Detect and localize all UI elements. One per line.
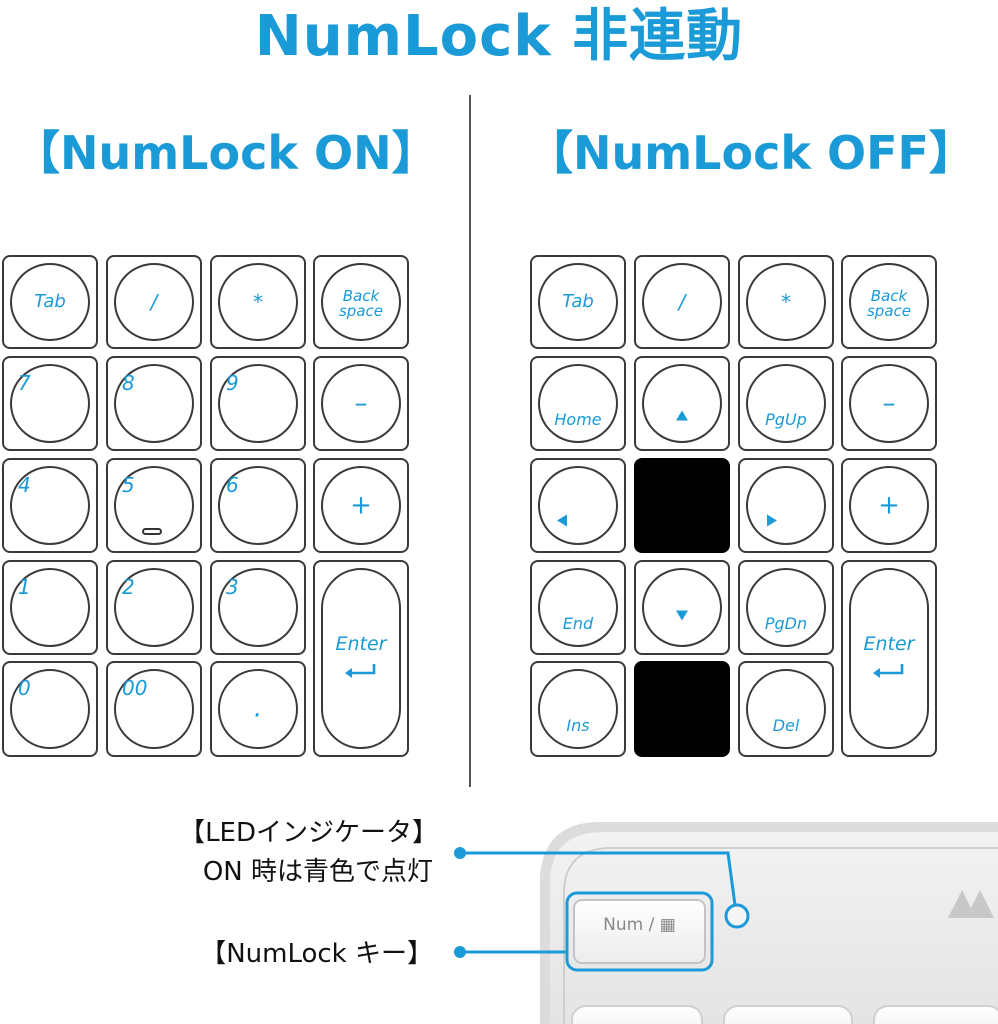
key-label: 0 bbox=[18, 676, 31, 700]
key-ins: Ins bbox=[530, 661, 626, 757]
key-plus: + bbox=[841, 458, 937, 553]
key-label: + bbox=[878, 490, 900, 521]
key-divide: / bbox=[634, 255, 730, 349]
key-tab: Tab bbox=[2, 255, 98, 349]
numlock-on-heading: 【NumLock ON】 bbox=[14, 126, 438, 180]
key-label: 4 bbox=[18, 473, 31, 497]
key-pgup: PgUp bbox=[738, 356, 834, 451]
key-5: 5 bbox=[106, 458, 202, 553]
key-label: 9 bbox=[226, 371, 239, 395]
key-label: Ins bbox=[566, 716, 590, 736]
numlock-off-heading: 【NumLock OFF】 bbox=[527, 126, 975, 180]
key-label: 7 bbox=[18, 371, 31, 395]
key-label: Del bbox=[772, 716, 800, 736]
key-2: 2 bbox=[106, 560, 202, 655]
numlock-key-label: Num / ▦ bbox=[603, 915, 676, 935]
key-9: 9 bbox=[210, 356, 306, 451]
numlock-key-callout: 【NumLock キー】 bbox=[200, 939, 433, 969]
key-7: 7 bbox=[2, 356, 98, 451]
key-label-line1: Back bbox=[870, 287, 908, 305]
key-label: / bbox=[678, 290, 686, 314]
key-pgdn: PgDn bbox=[738, 560, 834, 655]
key-enter: Enter bbox=[841, 560, 937, 757]
page-title: NumLock 非連動 bbox=[254, 4, 744, 69]
arrow-left-icon bbox=[556, 513, 568, 532]
key-label: 1 bbox=[18, 575, 31, 599]
key-up bbox=[634, 356, 730, 451]
key-del: Del bbox=[738, 661, 834, 757]
key-label: 00 bbox=[122, 676, 148, 700]
key-blank bbox=[634, 458, 730, 553]
arrow-right-icon bbox=[766, 513, 778, 532]
key-backspace: Back space bbox=[313, 255, 409, 349]
key-label: 3 bbox=[226, 575, 239, 599]
key-8: 8 bbox=[106, 356, 202, 451]
numlock-off-keypad: Tab / * Back space Home PgUp – + End PgD… bbox=[530, 255, 937, 757]
key-label: PgDn bbox=[764, 614, 808, 634]
key-blank bbox=[634, 661, 730, 757]
arrow-up-icon bbox=[675, 407, 689, 426]
key-end: End bbox=[530, 560, 626, 655]
key-label: * bbox=[253, 290, 263, 314]
key-label-line1: Back bbox=[342, 287, 380, 305]
key-label: PgUp bbox=[765, 410, 807, 430]
key-label: 5 bbox=[122, 473, 135, 497]
led-indicator-callout-desc: ON 時は青色で点灯 bbox=[202, 857, 433, 887]
key-1: 1 bbox=[2, 560, 98, 655]
key-label: Home bbox=[554, 410, 602, 430]
key-left bbox=[530, 458, 626, 553]
key-label: End bbox=[562, 614, 594, 634]
numlock-on-keypad: Tab / * Back space 7 8 9 – 4 5 6 + 1 2 3… bbox=[2, 255, 409, 757]
key-plus: + bbox=[313, 458, 409, 553]
key-label: Enter bbox=[863, 633, 915, 655]
key-minus: – bbox=[313, 356, 409, 451]
key-label: + bbox=[350, 490, 372, 521]
key-label: / bbox=[150, 290, 158, 314]
enter-arrow-icon bbox=[315, 662, 407, 686]
key-label: . bbox=[253, 693, 263, 724]
key-tab: Tab bbox=[530, 255, 626, 349]
key-label: 2 bbox=[122, 575, 135, 599]
key-enter: Enter bbox=[313, 560, 409, 757]
key-00: 00 bbox=[106, 661, 202, 757]
key-down bbox=[634, 560, 730, 655]
key-label: * bbox=[781, 290, 791, 314]
enter-arrow-icon bbox=[843, 662, 935, 686]
key-label: 6 bbox=[226, 473, 239, 497]
key-label: Enter bbox=[335, 633, 387, 655]
key-divide: / bbox=[106, 255, 202, 349]
key-right bbox=[738, 458, 834, 553]
home-bump-icon bbox=[142, 528, 162, 535]
key-multiply: * bbox=[210, 255, 306, 349]
key-minus: – bbox=[841, 356, 937, 451]
key-label: Tab bbox=[562, 291, 594, 313]
key-0: 0 bbox=[2, 661, 98, 757]
key-home: Home bbox=[530, 356, 626, 451]
key-label: 8 bbox=[122, 371, 135, 395]
key-label: – bbox=[354, 388, 368, 419]
key-label: – bbox=[882, 388, 896, 419]
arrow-down-icon bbox=[675, 607, 689, 626]
key-3: 3 bbox=[210, 560, 306, 655]
key-label-line2: space bbox=[338, 302, 383, 320]
key-label: Tab bbox=[34, 291, 66, 313]
section-divider bbox=[469, 95, 471, 787]
key-decimal: . bbox=[210, 661, 306, 757]
key-6: 6 bbox=[210, 458, 306, 553]
led-indicator-callout-title: 【LEDインジケータ】 bbox=[179, 818, 438, 848]
key-backspace: Back space bbox=[841, 255, 937, 349]
key-label-line2: space bbox=[866, 302, 911, 320]
key-multiply: * bbox=[738, 255, 834, 349]
key-4: 4 bbox=[2, 458, 98, 553]
